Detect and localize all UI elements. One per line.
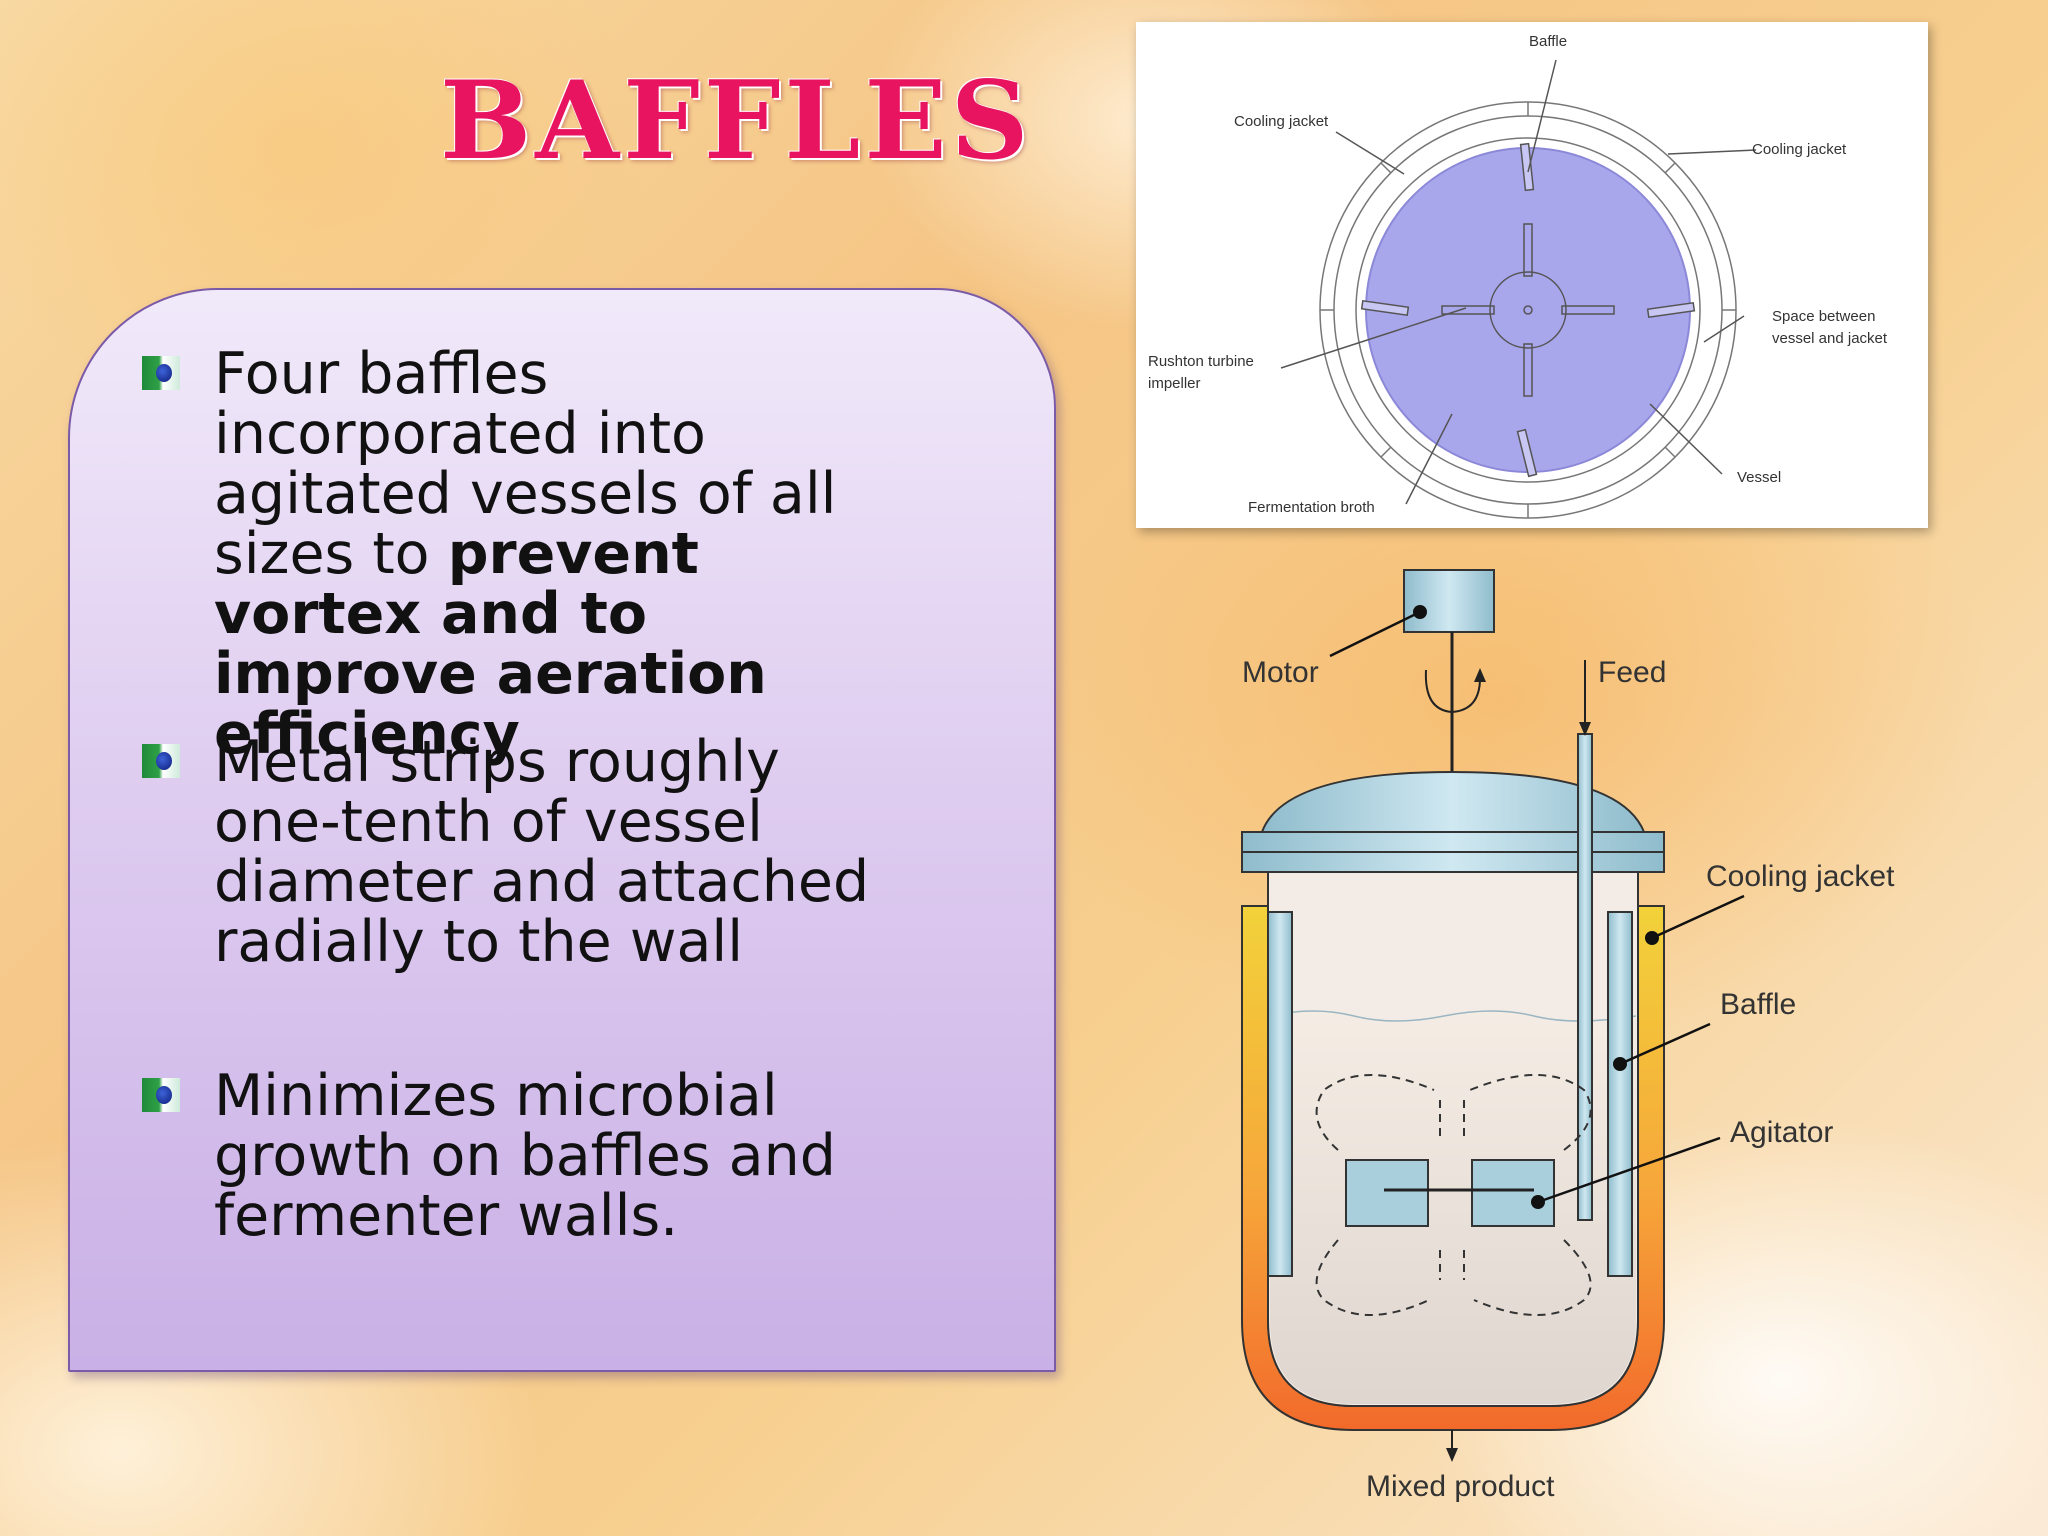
- baffle-left: [1267, 911, 1293, 1277]
- bullet-item-2: Metal strips roughly one-tenth of vessel…: [142, 729, 908, 975]
- label-vessel: Vessel: [1737, 469, 1781, 486]
- label-motor: Motor: [1242, 656, 1319, 689]
- label-baffle: Baffle: [1720, 988, 1796, 1021]
- label-impeller-line1: Rushton turbine: [1148, 353, 1254, 370]
- motor-box: [1403, 569, 1495, 633]
- bullet-item-1: Four baffles incorporated into agitated …: [142, 344, 908, 764]
- label-impeller-line2: impeller: [1148, 375, 1201, 392]
- baffle-top: [1519, 142, 1535, 192]
- label-mixed-product: Mixed product: [1366, 1470, 1555, 1503]
- label-baffle: Baffle: [1529, 33, 1567, 50]
- cross-section-diagram: Baffle Cooling jacket Cooling jacket Spa…: [1136, 22, 1928, 528]
- baffle-bottom: [1516, 428, 1538, 478]
- label-cooling-jacket-left: Cooling jacket: [1234, 113, 1329, 130]
- bullet-marker-icon: [142, 1078, 180, 1112]
- bullet-marker-icon: [142, 744, 180, 778]
- label-agitator: Agitator: [1730, 1116, 1833, 1149]
- impeller-left: [1345, 1159, 1429, 1227]
- slide-title: BAFFLES: [440, 58, 1033, 184]
- cross-section-svg: Baffle Cooling jacket Cooling jacket Spa…: [1148, 33, 1888, 519]
- feed-pipe: [1577, 733, 1593, 1221]
- label-cooling-jacket-right: Cooling jacket: [1752, 141, 1847, 158]
- label-space-line2: vessel and jacket: [1772, 330, 1888, 347]
- label-feed: Feed: [1598, 656, 1666, 689]
- baffle-left: [1360, 299, 1410, 317]
- bullet-panel: Four baffles incorporated into agitated …: [68, 288, 1056, 1372]
- baffle-right: [1646, 301, 1696, 319]
- fermenter-diagram: Motor Feed Cooling jacket Baffle Agitato…: [1224, 560, 1944, 1510]
- label-cooling-jacket: Cooling jacket: [1706, 860, 1895, 893]
- impeller-right: [1471, 1159, 1555, 1227]
- bullet-text-bold: prevent vortex and to improve aeration e…: [214, 521, 767, 767]
- bullet-text: Minimizes microbial growth on baffles an…: [214, 1063, 836, 1249]
- bullet-text: Metal strips roughly one-tenth of vessel…: [214, 729, 870, 975]
- vessel-lid: [1260, 770, 1646, 833]
- label-fermentation-broth: Fermentation broth: [1248, 499, 1375, 516]
- baffle-right: [1607, 911, 1633, 1277]
- fermenter-svg: Motor Feed Cooling jacket Baffle Agitato…: [1241, 569, 1895, 1503]
- label-space-line1: Space between: [1772, 308, 1875, 325]
- impeller-disc: [1489, 271, 1567, 349]
- bullet-item-3: Minimizes microbial growth on baffles an…: [142, 1063, 908, 1249]
- vessel-outer-ring: [1355, 137, 1701, 483]
- bullet-text-plain: Four baffles incorporated into agitated …: [214, 341, 837, 587]
- fermentation-broth: [1365, 147, 1691, 473]
- broth-liquid: [1270, 1011, 1636, 1404]
- bullet-text: Four baffles incorporated into agitated …: [214, 344, 908, 764]
- bullet-marker-icon: [142, 356, 180, 390]
